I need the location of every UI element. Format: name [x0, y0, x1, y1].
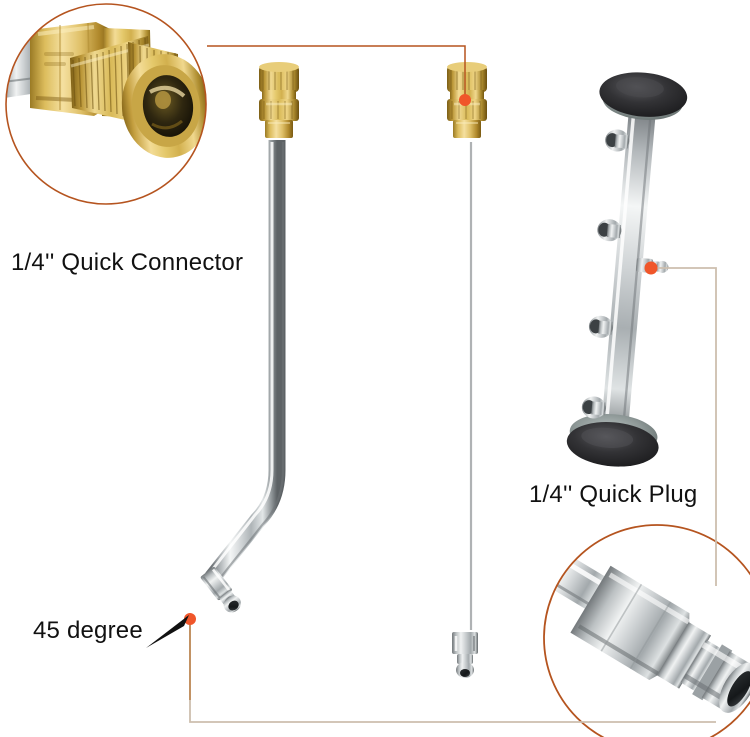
straight-wand-tip-plug: [452, 632, 478, 678]
marker-dot-quick-connector: [459, 94, 471, 106]
plug-rod-display-art: [566, 72, 688, 467]
marker-dot-45-degree: [184, 613, 196, 625]
rod-plug-fitting: [588, 315, 613, 338]
quick-plug-detail-art: [544, 545, 750, 713]
quick-connector-callout-circle: [5, 3, 207, 205]
leader-line-quick-plug: [651, 267, 717, 586]
angled-wand-art: [200, 62, 299, 613]
rod-plug-fitting-highlighted: [636, 257, 669, 273]
leader-lines-layer: [146, 45, 717, 723]
arrow-45-degree: [146, 615, 189, 648]
straight-wand-brass-connector: [447, 62, 487, 138]
label-quick-connector: 1/4'' Quick Connector: [11, 249, 244, 276]
straight-wand-art: [447, 62, 487, 678]
leader-line-45-degree: [189, 624, 716, 723]
rod-plug-fitting: [581, 396, 606, 419]
label-quick-plug: 1/4'' Quick Plug: [529, 481, 698, 508]
angled-wand-tip-plug: [200, 566, 241, 613]
rod-plug-fitting: [597, 219, 622, 242]
rod-plug-fitting: [605, 129, 630, 152]
quick-connector-detail-art: [6, 22, 206, 158]
quick-plug-callout-circle: [543, 524, 750, 737]
label-45-degree: 45 degree: [33, 617, 143, 644]
angled-wand-brass-connector: [259, 62, 299, 138]
marker-dot-quick-plug: [644, 261, 658, 275]
leader-line-quick-connector: [207, 45, 466, 100]
